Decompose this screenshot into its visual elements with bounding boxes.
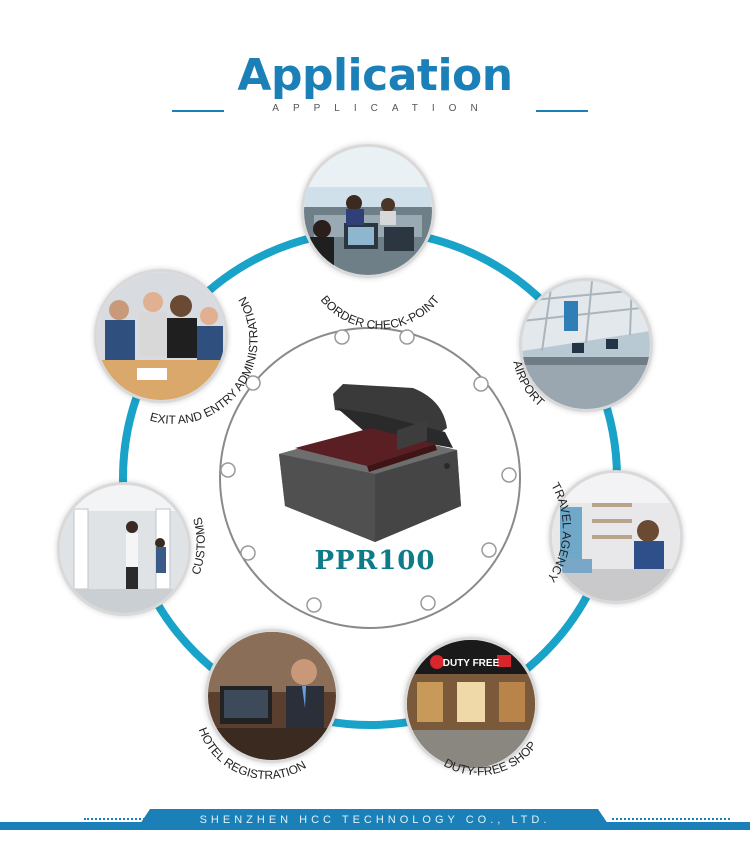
border-checkpoint-icon bbox=[304, 147, 432, 275]
inner-circle-dots bbox=[220, 329, 517, 613]
airport-photo bbox=[522, 281, 650, 409]
ppr100-device bbox=[279, 384, 461, 542]
subtitle-line-left bbox=[172, 110, 224, 112]
footer-company: SHENZHEN HCC TECHNOLOGY CO., LTD. bbox=[199, 814, 551, 826]
duty-free-sign: DUTY FREE bbox=[443, 658, 500, 669]
product-name: PPR100 bbox=[314, 546, 436, 576]
travel-agency-photo bbox=[552, 473, 680, 601]
border-checkpoint-photo bbox=[304, 147, 432, 275]
page-title: Application bbox=[237, 50, 513, 101]
subtitle-line-right bbox=[536, 110, 588, 112]
exit-entry-admin-icon bbox=[97, 272, 225, 400]
exit-entry-admin-photo bbox=[97, 272, 225, 400]
footer-dots-left bbox=[84, 818, 164, 820]
page-subtitle: APPLICATION bbox=[272, 103, 492, 114]
footer-dots-right bbox=[612, 818, 730, 820]
customs-photo bbox=[60, 485, 188, 613]
